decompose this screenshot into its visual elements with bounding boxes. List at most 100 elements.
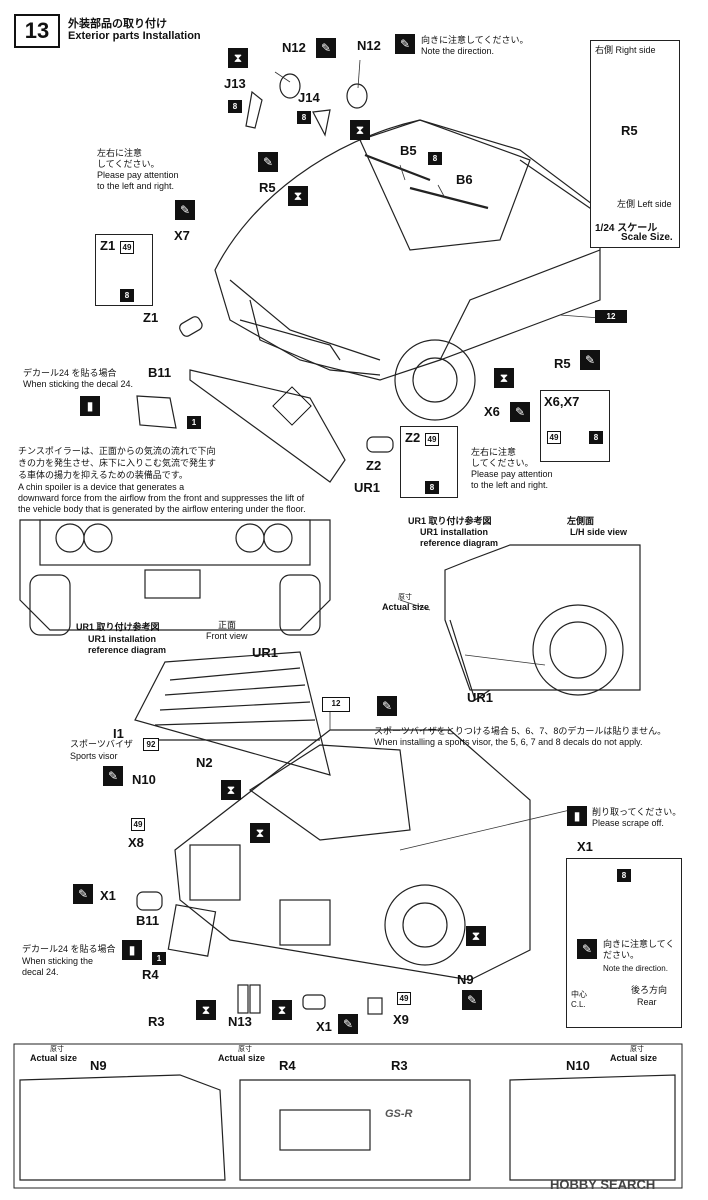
color-number-badge: 49 — [425, 433, 439, 446]
color-number-badge: 8 — [428, 152, 442, 165]
part-label-x1: X1 — [316, 1019, 332, 1034]
scrape-note-en: Please scrape off. — [592, 818, 664, 828]
rear-direction-en: Rear — [637, 997, 657, 1007]
glue-icon: ✎ — [103, 766, 123, 786]
cement-icon: ⧗ — [196, 1000, 216, 1020]
actual-size-en: Actual size — [382, 602, 430, 612]
part-label-r4: R4 — [142, 967, 159, 982]
part-label-n2: N2 — [196, 755, 213, 770]
part-label-z2: Z2 — [366, 458, 382, 473]
step-number: 13 — [14, 14, 60, 48]
part-label-x6-x7: X6,X7 — [544, 394, 580, 409]
color-number-badge: 92 — [143, 738, 159, 751]
part-label-z2: Z2 — [405, 430, 421, 445]
cement-icon: ⧗ — [466, 926, 486, 946]
part-label-b11: B11 — [136, 913, 160, 928]
cement-icon: ⧗ — [250, 823, 270, 843]
part-label-n13: N13 — [228, 1014, 252, 1029]
lr-note-en-1: Please pay attention — [471, 469, 553, 479]
color-number-badge: 1 — [152, 952, 166, 965]
part-label-n9: N9 — [90, 1058, 107, 1073]
actual-size-en: Actual size — [218, 1053, 266, 1063]
part-label-x6: X6 — [484, 404, 500, 419]
part-label-n10: N10 — [132, 772, 156, 787]
part-label-ur1: UR1 — [252, 645, 279, 660]
color-number-badge: 49 — [131, 818, 145, 831]
section-title-en: Exterior parts Installation — [68, 30, 201, 42]
part-label-ur1: UR1 — [354, 480, 381, 495]
glue-icon: ✎ — [73, 884, 93, 904]
actual-size-en: Actual size — [30, 1053, 78, 1063]
part-label-x1: X1 — [100, 888, 116, 903]
paint-brush-icon: ✎ — [395, 34, 415, 54]
actual-size-jp: 原寸 — [398, 594, 412, 601]
direction-note-jp: 向きに注意してください。 — [421, 35, 529, 45]
part-label-b6: B6 — [456, 172, 473, 187]
x1-detail-panel: X1 8 ✎ 向きに注意してください。 Note the direction. … — [566, 839, 682, 1028]
glue-icon: ✎ — [577, 939, 597, 959]
r5-scale-panel: 右側 Right side R5 左側 Left side 1/24 スケール … — [590, 40, 680, 248]
z2-detail-box: Z2 49 8 — [400, 426, 458, 498]
part-label-j13: J13 — [224, 76, 246, 91]
ref-front-title-en-1: UR1 installation — [88, 634, 157, 644]
actual-size-jp: 原寸 — [50, 1046, 64, 1053]
part-label-r3: R3 — [391, 1058, 408, 1073]
chin-note-en-1: A chin spoiler is a device that generate… — [18, 482, 185, 492]
cement-icon: ⧗ — [228, 48, 248, 68]
chin-note-en-2: downward force from the airflow from the… — [18, 493, 305, 503]
part-label-n12: N12 — [357, 38, 381, 53]
part-label-z1: Z1 — [143, 310, 159, 325]
cement-icon: ⧗ — [350, 120, 370, 140]
chin-note-jp-1: チンスポイラーは、正面からの気流の流れで下向 — [18, 446, 216, 456]
part-label-j14: J14 — [298, 90, 320, 105]
part-label-x9: X9 — [393, 1012, 409, 1027]
glue-icon: ✎ — [580, 350, 600, 370]
center-line-jp: 中心 — [571, 990, 587, 999]
x1-direction-jp: 向きに注意してください。 — [603, 939, 675, 960]
part-label-x8: X8 — [128, 835, 144, 850]
part-label-x7: X7 — [174, 228, 190, 243]
color-number-badge: 1 — [187, 416, 201, 429]
glue-icon: ✎ — [338, 1014, 358, 1034]
front-view-jp: 正面 — [218, 620, 237, 630]
decal24-note-en-1: When sticking the — [22, 956, 94, 966]
ref-front-title-jp: UR1 取り付け参考図 — [76, 622, 160, 632]
decal24-note-en-2: decal 24. — [22, 967, 59, 977]
x6-x7-detail-box: X6,X7 49 8 — [540, 390, 610, 462]
part-label-n12: N12 — [282, 40, 306, 55]
ref-front-title-en-2: reference diagram — [88, 645, 167, 655]
visor-note-en: When installing a sports visor, the 5, 6… — [374, 737, 643, 747]
part-label-ur1: UR1 — [467, 690, 494, 705]
center-line-en: C.L. — [571, 1000, 586, 1009]
sports-visor-jp: スポーツバイザ — [70, 739, 133, 749]
part-label-i1: I1 — [113, 726, 124, 741]
chin-note-jp-2: きの力を発生させ、床下に入りこむ気流で発生す — [18, 458, 217, 468]
decal24-note-jp: デカール24 を貼る場合 — [22, 944, 116, 954]
actual-size-en: Actual size — [610, 1053, 658, 1063]
color-number-badge: 8 — [297, 111, 311, 124]
ref-side-title-en-2: reference diagram — [420, 538, 499, 548]
front-view-en: Front view — [206, 631, 248, 641]
part-label-n10: N10 — [566, 1058, 590, 1073]
lr-note-jp-2: してください。 — [97, 159, 160, 169]
decal24-note-en: When sticking the decal 24. — [23, 379, 134, 389]
scale-label-en: Scale Size. — [621, 232, 673, 243]
decal-icon: ▮ — [80, 396, 100, 416]
direction-note-en: Note the direction. — [421, 46, 495, 56]
color-number-badge: 8 — [589, 431, 603, 444]
gs-r-badge: GS-R — [385, 1108, 413, 1120]
lr-note-en-2: to the left and right. — [471, 480, 549, 490]
color-number-badge: 8 — [228, 100, 242, 113]
part-label-z1: Z1 — [100, 238, 116, 253]
sports-visor-en: Sports visor — [70, 751, 118, 761]
x1-direction-en: Note the direction. — [603, 964, 668, 973]
lr-note-en-2: to the left and right. — [97, 181, 175, 191]
glue-icon: ✎ — [462, 990, 482, 1010]
rear-direction-jp: 後ろ方向 — [631, 985, 668, 995]
part-label-r4: R4 — [279, 1058, 296, 1073]
lr-note-jp-2: してください。 — [471, 458, 534, 468]
watermark: HOBBY SEARCH — [550, 1177, 656, 1192]
decal24-note-jp: デカール24 を貼る場合 — [23, 368, 117, 378]
glue-icon: ✎ — [175, 200, 195, 220]
color-number-badge: 49 — [547, 431, 561, 444]
